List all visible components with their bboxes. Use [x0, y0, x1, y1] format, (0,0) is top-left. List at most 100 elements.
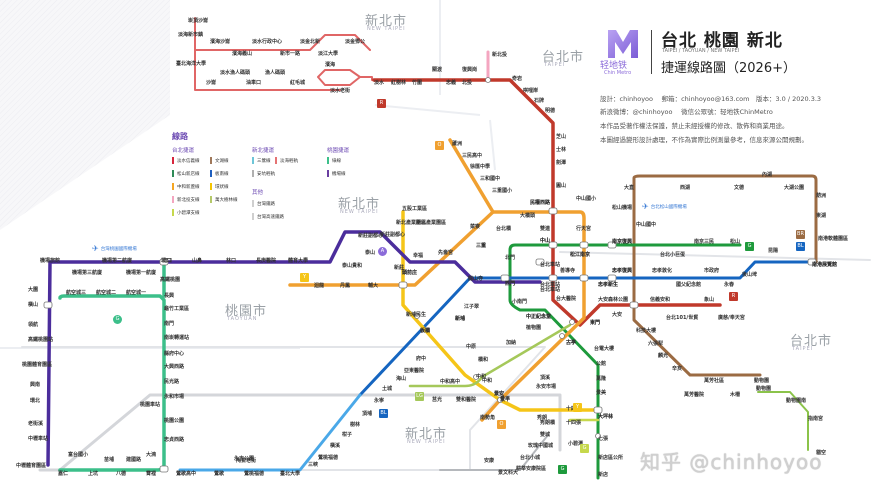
- station-label[interactable]: 淡金鄧公: [345, 39, 366, 45]
- station-label[interactable]: 大園: [28, 287, 39, 293]
- station-label[interactable]: 安康: [484, 458, 495, 464]
- station-label[interactable]: 內湖: [762, 172, 773, 178]
- station-label[interactable]: 象山: [704, 297, 715, 303]
- station-label[interactable]: 台北車站: [540, 287, 561, 293]
- station-label[interactable]: 領航: [28, 322, 39, 328]
- station-label[interactable]: 民權西路: [530, 200, 551, 206]
- station-label[interactable]: 海山: [396, 376, 407, 382]
- station-label[interactable]: 新莊副都心: [358, 233, 384, 239]
- station-label[interactable]: 徐匯中學: [470, 164, 491, 170]
- station-label[interactable]: 坑口: [162, 258, 173, 264]
- station-label[interactable]: 南港展覽館: [812, 262, 838, 268]
- station-label[interactable]: 大直: [624, 185, 635, 191]
- station-label[interactable]: 廣慈/奉天宮: [718, 315, 745, 321]
- station-label[interactable]: 淡水行政中心: [252, 39, 283, 45]
- station-label[interactable]: 航空城三: [66, 290, 87, 296]
- station-label[interactable]: 濱海: [325, 62, 336, 68]
- station-label[interactable]: 柑子: [342, 432, 353, 438]
- station-label[interactable]: 芝山: [556, 134, 567, 140]
- station-label[interactable]: 頂溪: [540, 375, 551, 381]
- station-label[interactable]: 貓空: [816, 450, 827, 456]
- station-label[interactable]: 淡水漁人碼頭: [220, 70, 251, 76]
- station-label[interactable]: 嘉仁: [58, 471, 69, 477]
- station-label[interactable]: 西湖: [680, 185, 691, 191]
- station-label[interactable]: 松江南京: [570, 252, 591, 258]
- station-label[interactable]: 機場第三航廈: [72, 270, 103, 276]
- station-label[interactable]: 石牌: [534, 98, 545, 104]
- station-label[interactable]: 玫瑰中國城: [528, 443, 554, 449]
- station-label[interactable]: 忠孝敦化: [652, 268, 673, 274]
- station-label[interactable]: 永和市場: [164, 394, 185, 400]
- station-label[interactable]: 大橋頭: [520, 213, 536, 219]
- station-label[interactable]: 南京復興: [612, 239, 633, 245]
- station-label[interactable]: 忠孝復興: [612, 268, 633, 274]
- station-label[interactable]: 三重國小: [492, 188, 513, 194]
- station-label[interactable]: 淡水老街: [330, 88, 351, 94]
- station-label[interactable]: 鶯桃福德: [244, 471, 265, 477]
- station-label[interactable]: 中山國小: [576, 196, 597, 202]
- station-label[interactable]: 機場第二航廈: [102, 258, 133, 264]
- station-label[interactable]: 老街溪: [28, 421, 44, 427]
- station-label[interactable]: 大湖公園: [784, 185, 805, 191]
- station-label[interactable]: 忠貞西路: [164, 437, 185, 443]
- station-label[interactable]: 竹圍: [412, 80, 423, 86]
- station-label[interactable]: 圓山: [556, 183, 567, 189]
- station-label[interactable]: 淡海新市鎮: [178, 32, 204, 38]
- station-label[interactable]: 台北橋: [496, 226, 512, 232]
- station-label[interactable]: 航空城一: [126, 290, 147, 296]
- station-label[interactable]: 新市一路: [280, 51, 301, 57]
- station-label[interactable]: 蘆洲: [452, 141, 463, 147]
- station-label[interactable]: 大坪林: [598, 414, 614, 420]
- station-label[interactable]: 高鐵桃園: [160, 277, 181, 283]
- station-label[interactable]: 頭前庄: [402, 270, 418, 276]
- station-label[interactable]: 科技大樓: [636, 328, 657, 334]
- station-label[interactable]: 大興西路: [164, 364, 185, 370]
- station-label[interactable]: 中正紀念堂: [526, 314, 552, 320]
- station-label[interactable]: 南門: [164, 321, 175, 327]
- station-label[interactable]: 崁頂: [188, 18, 199, 24]
- station-label[interactable]: 中原: [466, 344, 477, 350]
- station-label[interactable]: 辛亥: [672, 366, 683, 372]
- station-label[interactable]: 松山機場: [612, 205, 633, 211]
- station-label[interactable]: 臺北大學: [280, 471, 301, 477]
- station-label[interactable]: 忠孝新生: [598, 282, 619, 288]
- station-label[interactable]: 中和: [482, 378, 493, 384]
- station-label[interactable]: 台北車站: [540, 262, 561, 268]
- station-label[interactable]: 秀朗橋: [540, 420, 556, 426]
- station-label[interactable]: 大坪林: [598, 414, 614, 420]
- station-label[interactable]: 新北產業園區: [396, 220, 427, 226]
- station-label[interactable]: 萬隆: [596, 376, 607, 382]
- station-label[interactable]: 公館: [596, 361, 607, 367]
- station-label[interactable]: 景安: [494, 391, 505, 397]
- station-label[interactable]: 富台國小: [68, 452, 89, 458]
- station-label[interactable]: 樹林: [350, 422, 361, 428]
- station-label[interactable]: 霄裡: [146, 471, 157, 477]
- station-label[interactable]: 八德: [116, 471, 127, 477]
- station-label[interactable]: 新北投: [492, 52, 508, 58]
- station-label[interactable]: 中壢體育園區: [16, 463, 47, 469]
- station-label[interactable]: 南港展覽館: [812, 262, 838, 268]
- station-label[interactable]: 臺北海洋大學: [176, 61, 207, 67]
- station-label[interactable]: 動物園: [756, 386, 772, 392]
- station-label[interactable]: 忠義: [446, 80, 457, 86]
- station-label[interactable]: 中正紀念堂: [526, 314, 552, 320]
- station-label[interactable]: 昆陽: [768, 248, 779, 254]
- station-label[interactable]: 縣府中心: [164, 351, 185, 357]
- station-label[interactable]: 中和高中: [440, 379, 461, 385]
- station-label[interactable]: 板橋: [420, 328, 431, 334]
- station-label[interactable]: 新莊: [394, 265, 405, 271]
- station-label[interactable]: 加納: [506, 340, 517, 346]
- station-label[interactable]: 雙連: [540, 226, 551, 232]
- station-label[interactable]: 龍山寺: [468, 276, 484, 282]
- station-label[interactable]: 鶯歌: [214, 471, 225, 477]
- station-label[interactable]: 麟光: [658, 353, 669, 359]
- station-label[interactable]: 古亭: [566, 340, 577, 346]
- station-label[interactable]: 新店區公所: [598, 455, 624, 461]
- station-label[interactable]: 北投: [462, 80, 473, 86]
- station-label[interactable]: 後山埤: [742, 272, 758, 278]
- station-label[interactable]: 小南門: [512, 299, 528, 305]
- station-label[interactable]: 丹鳳: [340, 283, 351, 289]
- station-label[interactable]: 航空城二: [96, 290, 117, 296]
- station-label[interactable]: 忠孝新生: [598, 282, 619, 288]
- station-label[interactable]: 東門: [590, 320, 601, 326]
